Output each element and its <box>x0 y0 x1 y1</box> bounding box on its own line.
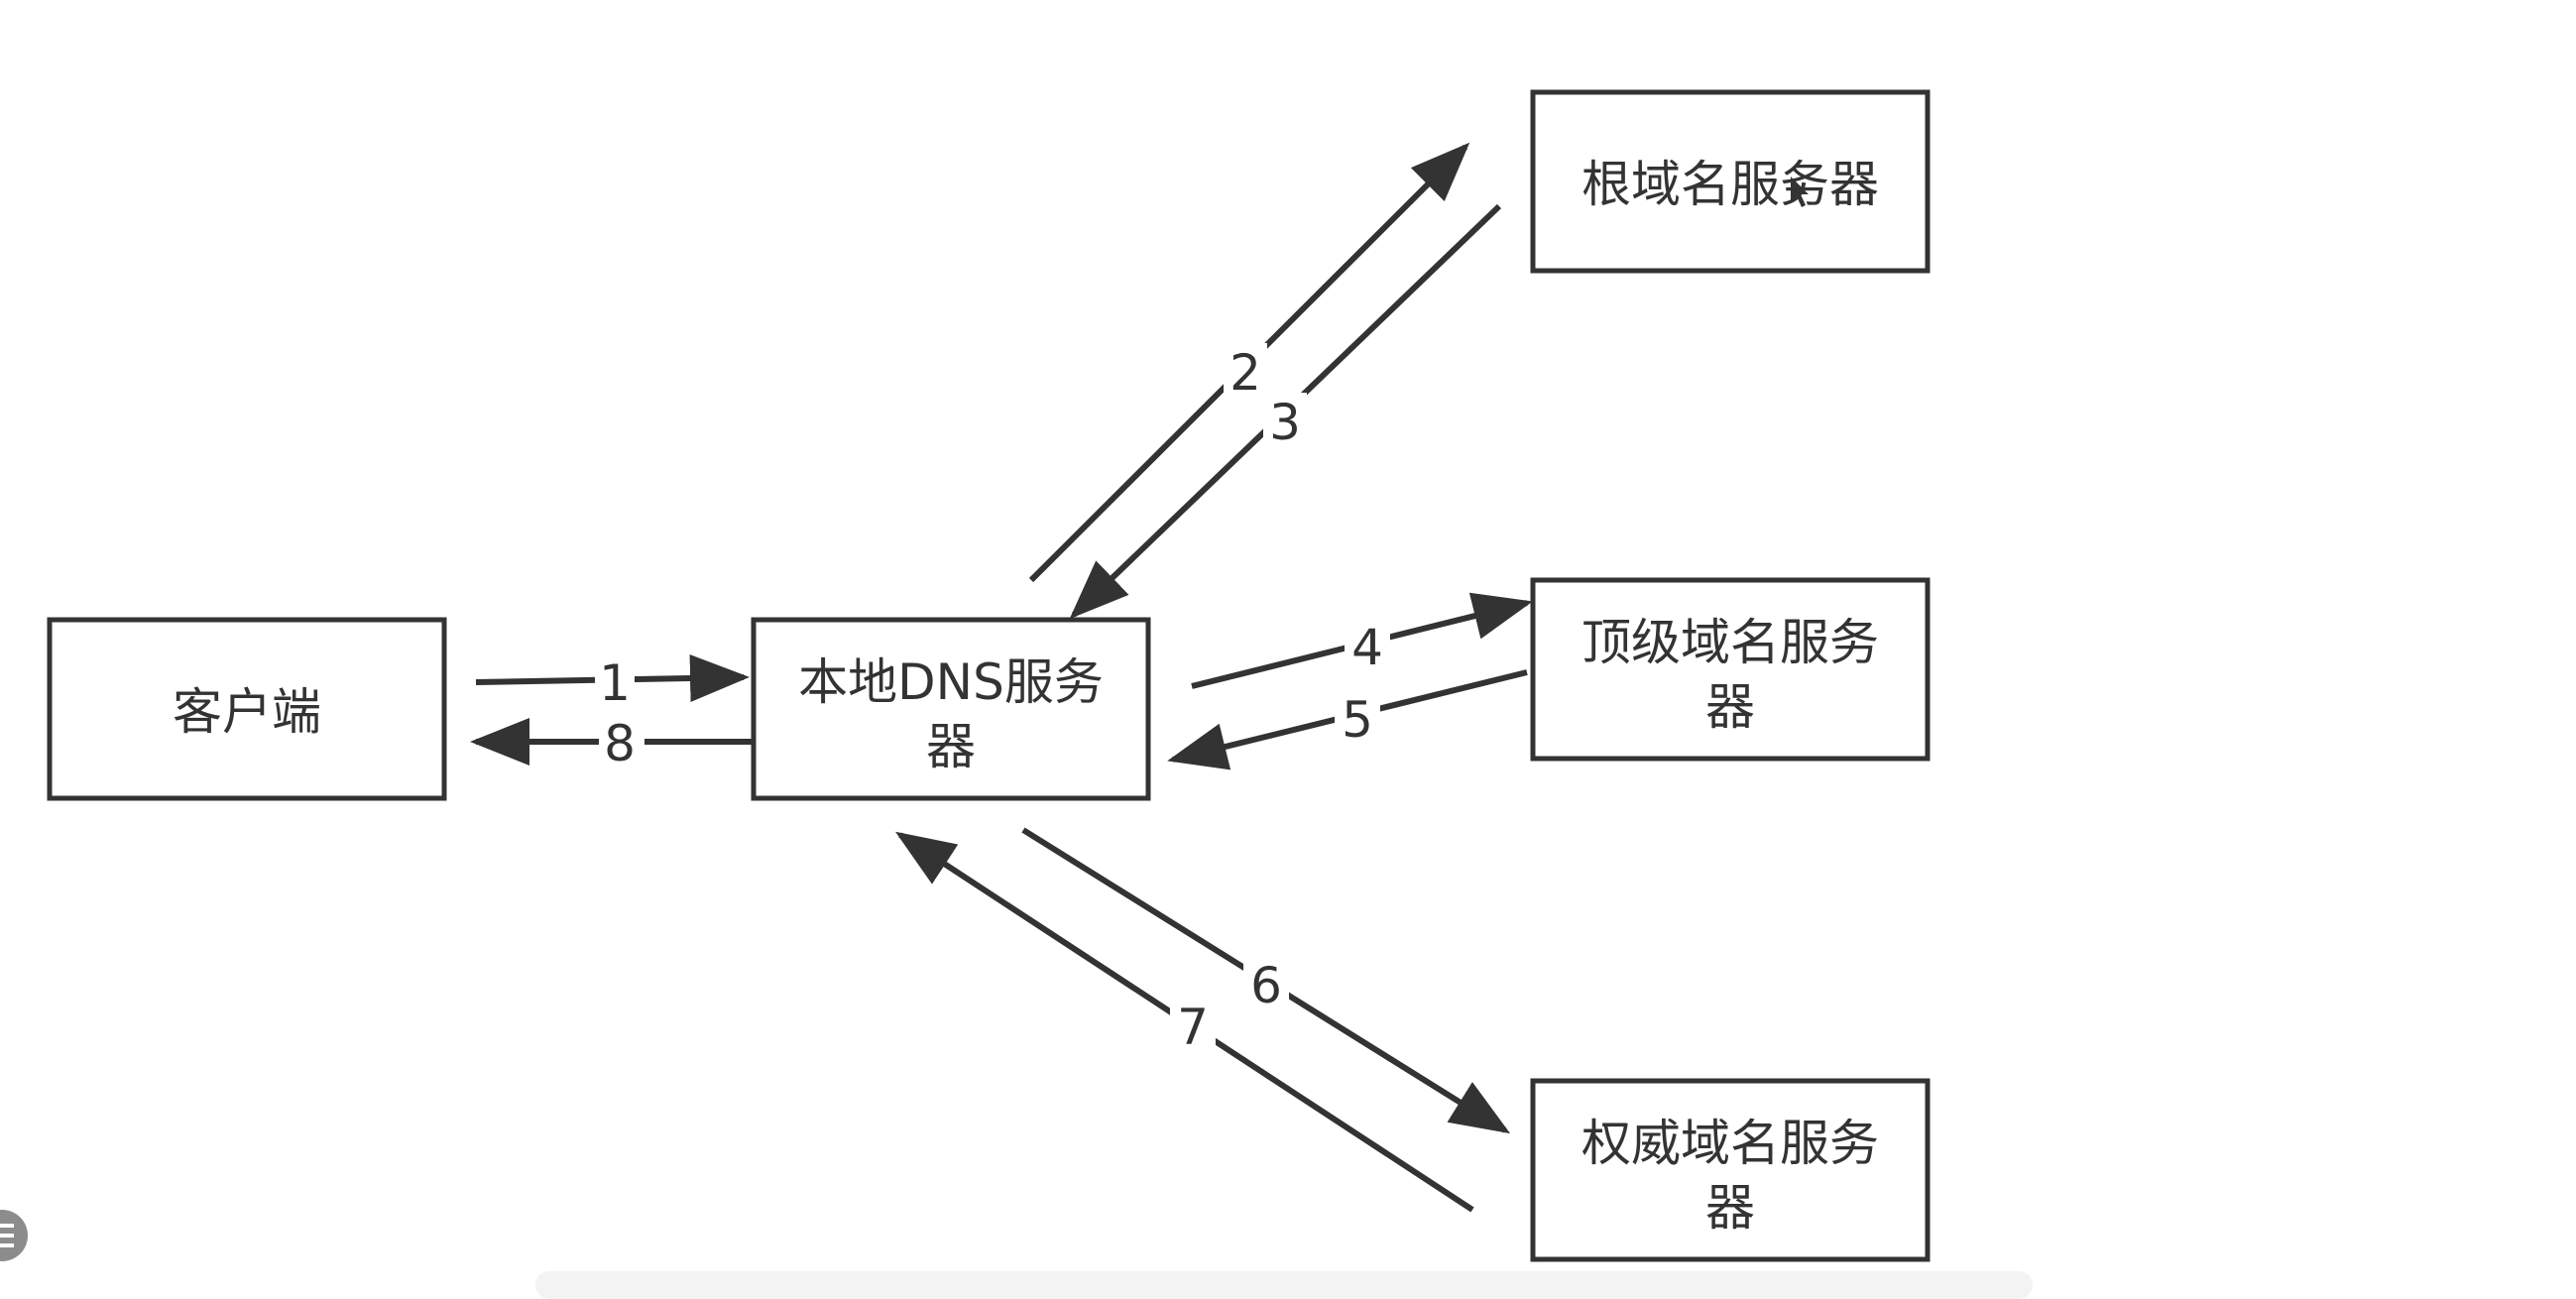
edges-group: 1 8 2 3 4 5 6 <box>470 142 1533 1213</box>
local-dns-label-line1: 本地DNS服务 <box>798 653 1104 711</box>
node-tld-dns: 顶级域名服务 器 <box>1530 577 1931 762</box>
node-client: 客户端 <box>47 617 447 801</box>
client-label: 客户端 <box>173 683 321 741</box>
root-dns-box <box>1530 89 1931 274</box>
tld-dns-label-line2: 器 <box>1705 678 1755 736</box>
local-dns-box <box>751 617 1151 801</box>
tld-dns-box <box>1530 577 1931 762</box>
edge-2-label: 2 <box>1229 344 1261 402</box>
local-dns-label-line2: 器 <box>926 718 976 775</box>
edge-7-label: 7 <box>1177 999 1209 1056</box>
list-icon[interactable] <box>0 1210 28 1261</box>
auth-dns-label-line1: 权威域名服务 <box>1581 1115 1879 1172</box>
edge-1-label: 1 <box>599 654 631 712</box>
mouse-cursor-icon <box>1791 177 1809 207</box>
edge-4-label: 4 <box>1351 619 1383 676</box>
bottom-scroll-bar <box>535 1271 2033 1299</box>
node-auth-dns: 权威域名服务 器 <box>1530 1078 1931 1262</box>
edge-6-label: 6 <box>1250 957 1282 1014</box>
auth-dns-label-line2: 器 <box>1705 1179 1755 1237</box>
auth-dns-box <box>1530 1078 1931 1262</box>
edge-3-label: 3 <box>1269 394 1301 451</box>
node-local-dns: 本地DNS服务 器 <box>751 617 1151 801</box>
client-box <box>47 617 447 801</box>
tld-dns-label-line1: 顶级域名服务 <box>1581 614 1879 671</box>
edge-8-label: 8 <box>604 715 636 772</box>
node-root-dns: 根域名服务器 <box>1530 89 1931 274</box>
root-dns-label: 根域名服务器 <box>1581 156 1879 213</box>
edge-5-label: 5 <box>1342 691 1373 749</box>
